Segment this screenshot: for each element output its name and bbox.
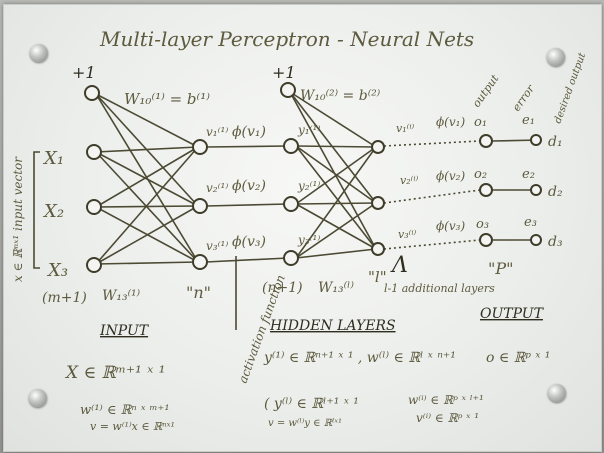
hidden2-node-2 — [371, 196, 385, 210]
heading-hidden-layers: HIDDEN LAYERS — [269, 318, 396, 334]
v-label-3: v₃⁽¹⁾ — [206, 239, 228, 253]
phi-label-1: ϕ(v₁) — [232, 124, 266, 140]
output-label-o1: o₁ — [474, 115, 487, 130]
x3-label: X₃ — [46, 260, 68, 281]
input-node-x2 — [86, 199, 102, 215]
desired-label-d1: d₁ — [548, 134, 563, 150]
bias-left-label: +1 — [72, 63, 96, 82]
heading-input: INPUT — [99, 323, 150, 339]
output-label-o3: o₃ — [476, 217, 489, 232]
eq-input-2: w⁽¹⁾ ∈ ℝⁿ ˣ ᵐ⁺¹ — [80, 403, 170, 418]
input-node-x3 — [86, 257, 102, 273]
output-node-2 — [479, 183, 493, 197]
desired-output-note: desired output — [552, 51, 588, 125]
phi-label-2: ϕ(v₂) — [232, 178, 266, 194]
hidden-node-3 — [192, 254, 208, 270]
eq-hidden-3: v = w⁽ˡ⁾y ∈ ℝˡˣ¹ — [268, 418, 342, 429]
right-phi-label-1: ϕ(v₁) — [436, 115, 465, 129]
weight-w13-second: W₁₃⁽ˡ⁾ — [318, 280, 354, 296]
right-v-label-2: v₂⁽ⁱ⁾ — [400, 174, 419, 187]
activation-arrows — [205, 145, 289, 263]
mounting-bolt-top-left — [30, 44, 48, 62]
board-title: Multi-layer Perceptron - Neural Nets — [99, 27, 474, 51]
mounting-bolt-bottom-right — [548, 384, 566, 402]
hidden-size-l: "l" — [368, 268, 387, 286]
output-node-1 — [479, 134, 493, 148]
right-v-label-3: v₃⁽ⁱ⁾ — [398, 228, 417, 241]
y-label-1: y₁⁽¹⁾ — [297, 123, 320, 137]
mounting-bolt-bottom-left — [29, 389, 47, 407]
connections-layer-2 — [289, 91, 377, 259]
x1-label: X₁ — [42, 148, 64, 169]
output-size-p: "P" — [488, 259, 513, 278]
input-bracket — [33, 151, 40, 269]
error-label-e1: e₁ — [522, 113, 535, 128]
mounting-bolt-top-right — [547, 48, 565, 66]
error-label-e2: e₂ — [522, 167, 535, 182]
input-size-label: (m+1) — [42, 290, 87, 306]
hidden-size-n-plus-1: (n+1) — [262, 280, 303, 296]
error-node-2 — [530, 184, 542, 196]
hidden-node-2 — [192, 198, 208, 214]
heading-output: OUTPUT — [480, 306, 545, 322]
bias-node-input — [84, 85, 100, 101]
error-label-e3: e₃ — [524, 215, 537, 230]
eq-hidden-2: ( y⁽ˡ⁾ ∈ ℝˡ⁺¹ ˣ ¹ — [264, 396, 359, 412]
bias-weight-second: W₁₀⁽²⁾ = b⁽²⁾ — [300, 88, 381, 104]
connections-layer-1 — [95, 93, 199, 265]
v-label-2: v₂⁽¹⁾ — [206, 181, 228, 195]
glass-whiteboard — [3, 4, 602, 452]
lambda-symbol: Λ — [390, 253, 408, 278]
error-note: error — [510, 82, 538, 114]
input-vector-note: x ∈ ℝⁿˣ¹ input vector — [11, 156, 25, 282]
y-node-2 — [283, 196, 299, 212]
v-label-1: v₁⁽¹⁾ — [206, 125, 228, 139]
y-node-1 — [283, 138, 299, 154]
error-node-1 — [530, 134, 542, 146]
bias-node-hidden — [280, 82, 296, 98]
network-nodes — [84, 82, 542, 273]
eq-hidden-1: y⁽¹⁾ ∈ ℝⁿ⁺¹ ˣ ¹ , w⁽ˡ⁾ ∈ ℝˡ ˣ ⁿ⁺¹ — [263, 350, 456, 366]
bias-mid-label: +1 — [272, 63, 296, 82]
y-node-3 — [283, 250, 299, 266]
y-label-3: y₃⁽¹⁾ — [297, 233, 320, 247]
output-label-o2: o₂ — [474, 167, 487, 182]
desired-label-d3: d₃ — [548, 234, 563, 250]
output-note: output — [470, 72, 502, 110]
eq-output-1: o ∈ ℝᵖ ˣ ¹ — [486, 350, 550, 366]
hidden2-node-1 — [371, 140, 385, 154]
eq-output-3: v⁽ⁱ⁾ ∈ ℝᵖ ˣ ¹ — [416, 411, 479, 425]
eq-input-3: v = w⁽¹⁾x ∈ ℝⁿˣ¹ — [90, 420, 175, 433]
right-phi-label-2: ϕ(v₂) — [436, 169, 465, 183]
input-node-x1 — [86, 144, 102, 160]
hidden-size-n: "n" — [186, 283, 211, 302]
right-v-label-1: v₁⁽ⁱ⁾ — [396, 122, 415, 135]
error-node-3 — [530, 234, 542, 246]
eq-input-1: X ∈ ℝᵐ⁺¹ ˣ ¹ — [64, 363, 166, 383]
bias-weight-first: W₁₀⁽¹⁾ = b⁽¹⁾ — [124, 90, 210, 108]
desired-label-d2: d₂ — [548, 184, 563, 200]
weight-w13-first: W₁₃⁽¹⁾ — [102, 288, 141, 304]
hidden-node-1 — [192, 139, 208, 155]
hidden2-node-3 — [371, 242, 385, 256]
additional-layers-note: l-1 additional layers — [384, 282, 495, 295]
eq-output-2: w⁽ⁱ⁾ ∈ ℝᵖ ˣ ˡ⁺¹ — [408, 393, 484, 407]
right-phi-label-3: ϕ(v₃) — [436, 219, 465, 233]
x2-label: X₂ — [42, 201, 64, 222]
output-node-3 — [479, 233, 493, 247]
phi-label-3: ϕ(v₃) — [232, 234, 266, 250]
y-label-2: y₂⁽¹⁾ — [297, 179, 320, 193]
